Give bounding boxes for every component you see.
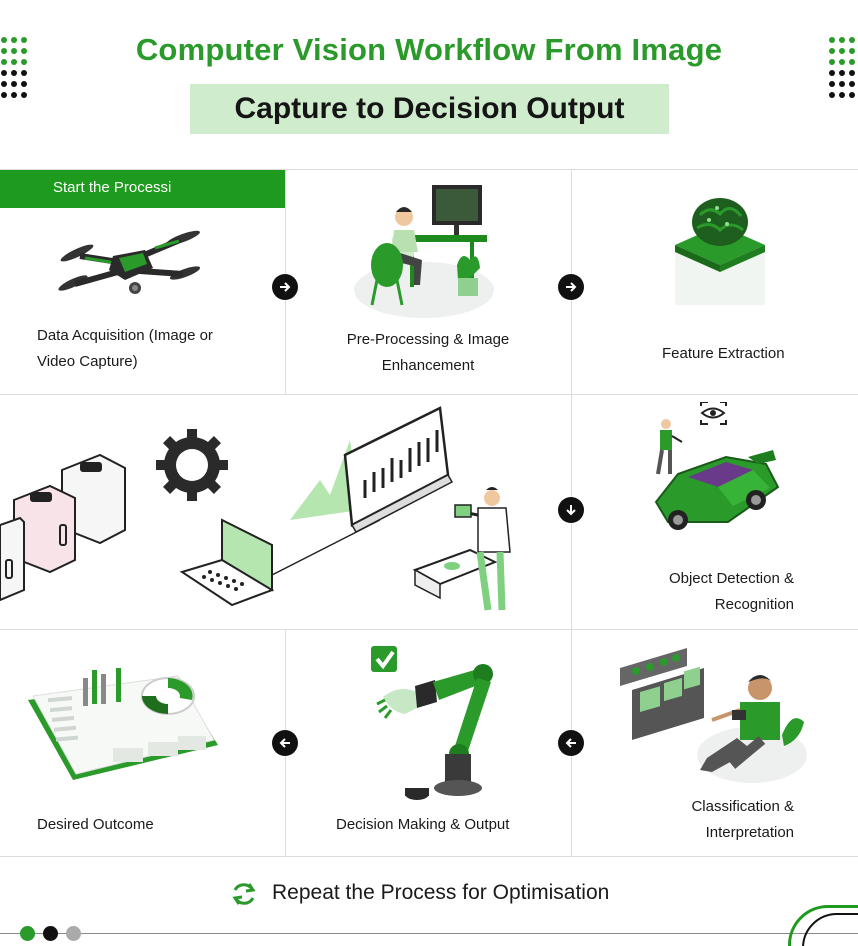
grid-line-row1 xyxy=(0,394,858,395)
classification-illustration xyxy=(620,648,807,783)
decor-dot-gray xyxy=(66,926,81,941)
person-illustration xyxy=(454,487,511,611)
subtitle-highlight: Capture to Decision Output xyxy=(190,84,669,134)
label-line: Pre-Processing & Image xyxy=(346,331,510,348)
step-label-classification: Classification & Interpretation xyxy=(571,794,794,846)
arrow-right-icon xyxy=(558,274,584,300)
robot-arm-illustration xyxy=(371,646,493,800)
label-line: Feature Extraction xyxy=(662,345,785,362)
arrow-left-icon xyxy=(272,730,298,756)
label-line: Object Detection & xyxy=(668,570,794,587)
repeat-icon xyxy=(232,883,256,905)
label-line: Classification & xyxy=(691,798,794,815)
bottom-divider xyxy=(0,933,858,934)
laptop-illustration xyxy=(179,518,275,607)
label-line: Decision Making & Output xyxy=(336,816,510,833)
decor-dot-green xyxy=(20,926,35,941)
page-subtitle: Capture to Decision Output xyxy=(234,92,625,125)
label-line: Interpretation xyxy=(705,824,794,841)
grid-line-bottom xyxy=(0,856,858,857)
step-label-object-detection: Object Detection & Recognition xyxy=(571,566,794,618)
arrow-left-icon xyxy=(558,730,584,756)
brain-chip-illustration xyxy=(675,198,765,305)
step-label-decision-making: Decision Making & Output xyxy=(336,812,509,838)
dashboard-illustration xyxy=(28,668,218,780)
drone-illustration xyxy=(58,230,201,294)
data-analysis-illustration xyxy=(0,406,511,611)
label-line: Recognition xyxy=(714,596,794,613)
step-label-desired-outcome: Desired Outcome xyxy=(37,812,154,838)
car-detection-illustration xyxy=(654,402,780,530)
grid-line-row2 xyxy=(0,629,858,630)
page-title: Computer Vision Workflow From Image xyxy=(135,32,723,67)
decor-dot-dark xyxy=(43,926,58,941)
server-stack xyxy=(0,453,126,602)
dot-pattern-right xyxy=(829,37,855,98)
start-banner: Start the Processi xyxy=(0,170,285,208)
step-label-pre-processing: Pre-Processing & Image Enhancement xyxy=(285,327,571,379)
grid-line-top xyxy=(0,169,858,170)
label-line: Enhancement xyxy=(381,357,475,374)
dot-pattern-left xyxy=(1,37,27,98)
gear-icon xyxy=(156,429,228,501)
label-line: Desired Outcome xyxy=(37,816,154,833)
developer-at-desk-illustration xyxy=(354,185,494,318)
step-label-feature-extraction: Feature Extraction xyxy=(662,341,785,367)
step-label-data-acquisition: Data Acquisition (Image or Video Capture… xyxy=(37,323,213,375)
monitor-chart xyxy=(343,406,454,533)
label-line: Data Acquisition (Image or xyxy=(37,327,213,344)
arrow-down-icon xyxy=(558,497,584,523)
footer-text: Repeat the Process for Optimisation xyxy=(272,881,610,904)
arrow-right-icon xyxy=(272,274,298,300)
label-line: Video Capture) xyxy=(37,353,138,370)
